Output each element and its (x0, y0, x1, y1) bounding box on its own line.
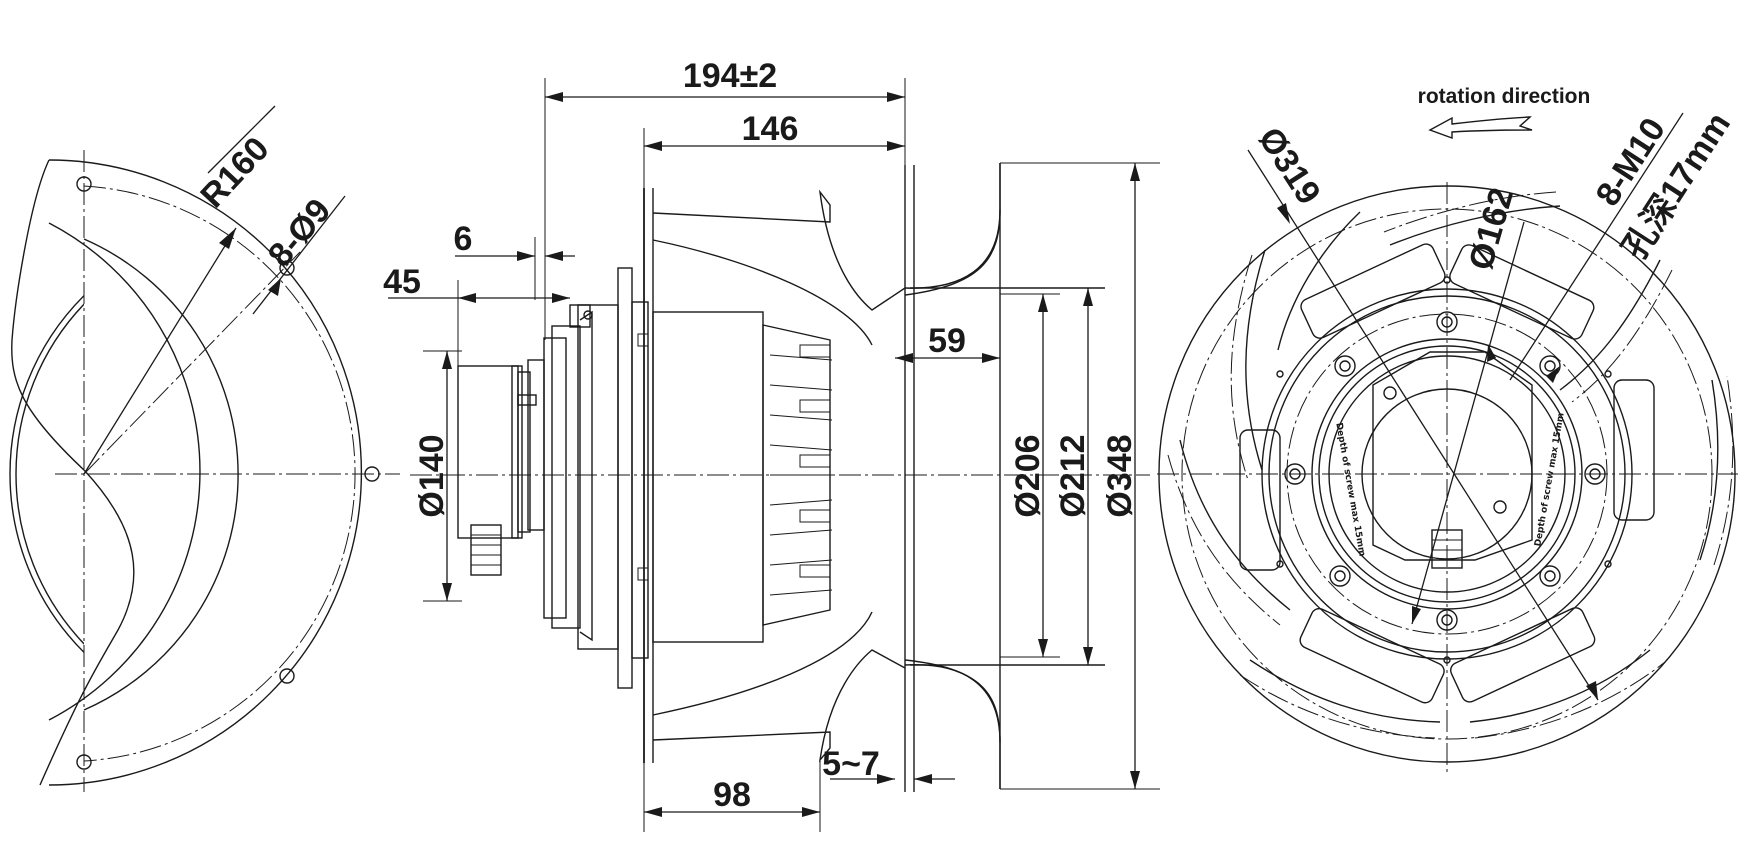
dim-348-label: Ø348 (1101, 434, 1139, 517)
inlet-flange-arc (48, 222, 201, 721)
motor-terminal-box (457, 365, 519, 539)
dim-5-7-label: 5~7 (822, 745, 880, 783)
dim-140-label: Ø140 (413, 434, 451, 517)
side-view: 194±2 146 6 45 Ø140 59 (383, 57, 1160, 832)
rotor-cutout (1372, 351, 1533, 561)
rotation-arrow-icon (1428, 116, 1533, 139)
dim-6-label: 6 (454, 220, 473, 258)
disc-dots (1276, 276, 1612, 664)
cooling-fins (762, 324, 833, 626)
threads-leader (1509, 112, 1684, 381)
impeller-blades (652, 189, 906, 763)
dim-98-label: 98 (713, 776, 751, 814)
embossed-text-left: Depth of screw max 15mm (1333, 422, 1366, 557)
impeller-outer-circle (1158, 185, 1736, 763)
cable-gland (470, 524, 502, 576)
dia-319-label: Ø319 (1251, 121, 1328, 211)
dim-206-label: Ø206 (1009, 434, 1047, 517)
dia-162-label: Ø162 (1462, 184, 1521, 274)
holes-label: 8-Ø9 (261, 192, 339, 274)
motor-rotor-housing (543, 337, 567, 619)
inlet-outer-arc (48, 159, 363, 786)
dia-162-leader (1411, 221, 1525, 625)
dia-319-leader (1247, 149, 1599, 701)
r160-leader (83, 227, 237, 475)
cooling-slots (1239, 243, 1655, 704)
rotation-direction-label: rotation direction (1418, 85, 1591, 108)
front-blades (1167, 191, 1734, 739)
cable-gland-front (1431, 529, 1463, 569)
inlet-bolt-hole (76, 176, 380, 770)
holes-leader (252, 195, 346, 315)
impeller-shroud (904, 163, 1105, 792)
inlet-cut-profile (11, 159, 135, 786)
threaded-holes (1284, 311, 1606, 631)
dim-45-label: 45 (383, 263, 421, 301)
dim-59-label: 59 (928, 322, 966, 360)
dim-194-label: 194±2 (683, 57, 777, 95)
front-view: Depth of screw max 15mm Depth of screw m… (1157, 85, 1738, 772)
hub-outer-ring (1261, 288, 1633, 660)
dim-212-label: Ø212 (1054, 434, 1092, 517)
dim-146-label: 146 (742, 110, 799, 148)
hub-plate (617, 267, 633, 689)
embossed-text-right: Depth of screw max 15mm (1533, 412, 1566, 547)
motor-stator (652, 311, 764, 643)
